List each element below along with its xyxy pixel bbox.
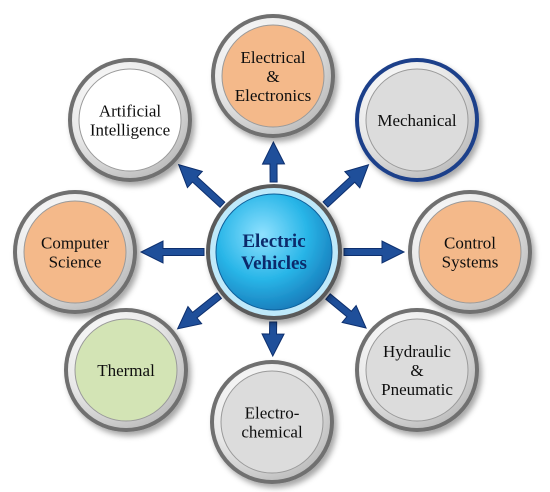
node-electrical-electronics-label-line-1: Electrical <box>240 48 305 67</box>
arrow-shape <box>139 240 205 264</box>
node-face <box>220 370 324 474</box>
node-control-systems-label-line-1: Control <box>444 234 496 253</box>
arrow-shape <box>177 163 226 208</box>
node-electrical-electronics: Electrical&Electronics <box>211 14 335 138</box>
center-node-shape <box>206 184 342 320</box>
arrow-shape <box>322 164 370 208</box>
node-electrical-electronics-label-line-2: & <box>266 67 279 86</box>
node-electro-chemical-label-line-2: chemical <box>241 423 303 442</box>
node-artificial-intelligence-label-line-2: Intelligence <box>90 121 170 140</box>
arrow-shape <box>343 240 406 264</box>
node-thermal-label-line-1: Thermal <box>97 361 155 380</box>
node-face <box>221 24 325 128</box>
node-face <box>365 68 469 172</box>
node-face <box>365 318 469 422</box>
arrow-to-electrical-electronics <box>261 140 286 183</box>
arrow-shape <box>261 321 285 358</box>
arrow-layer <box>139 140 406 358</box>
arrow-to-computer-science <box>139 240 205 264</box>
arrow-to-thermal <box>176 292 223 330</box>
node-face <box>23 200 127 304</box>
arrow-to-mechanical <box>322 164 370 208</box>
center-face <box>215 193 333 311</box>
node-layer: Electrical&ElectronicsMechanicalControlS… <box>13 14 532 484</box>
node-electrical-electronics-label-line-3: Electronics <box>235 86 311 105</box>
node-electro-chemical: Electro-chemical <box>210 360 334 484</box>
arrow-to-hydraulic-pneumatic <box>325 293 367 329</box>
node-thermal: Thermal <box>64 308 188 432</box>
node-face <box>78 68 182 172</box>
node-mechanical-label-line-1: Mechanical <box>377 111 457 130</box>
arrow-shape <box>325 293 367 329</box>
node-face <box>74 318 178 422</box>
node-hydraulic-pneumatic-label-line-3: Pneumatic <box>381 380 453 399</box>
center-label-line-1: Electric <box>242 231 305 252</box>
arrow-to-control-systems <box>343 240 406 264</box>
node-computer-science-label-line-1: Computer <box>41 234 109 253</box>
node-hydraulic-pneumatic: Hydraulic&Pneumatic <box>355 308 479 432</box>
node-face <box>418 200 522 304</box>
node-hydraulic-pneumatic-label-line-2: & <box>410 361 423 380</box>
node-electro-chemical-label-line-1: Electro- <box>245 404 300 423</box>
arrow-to-artificial-intelligence <box>177 163 226 208</box>
node-mechanical: Mechanical <box>355 58 479 182</box>
node-hydraulic-pneumatic-label-line-1: Hydraulic <box>383 342 451 361</box>
node-artificial-intelligence-label-line-1: Artificial <box>99 102 162 121</box>
arrow-to-electro-chemical <box>261 321 285 358</box>
arrow-shape <box>176 292 223 330</box>
node-control-systems-label-line-2: Systems <box>442 253 499 272</box>
center-label-line-2: Vehicles <box>241 253 307 274</box>
arrow-shape <box>261 140 286 183</box>
node-computer-science-label-line-2: Science <box>49 253 102 272</box>
